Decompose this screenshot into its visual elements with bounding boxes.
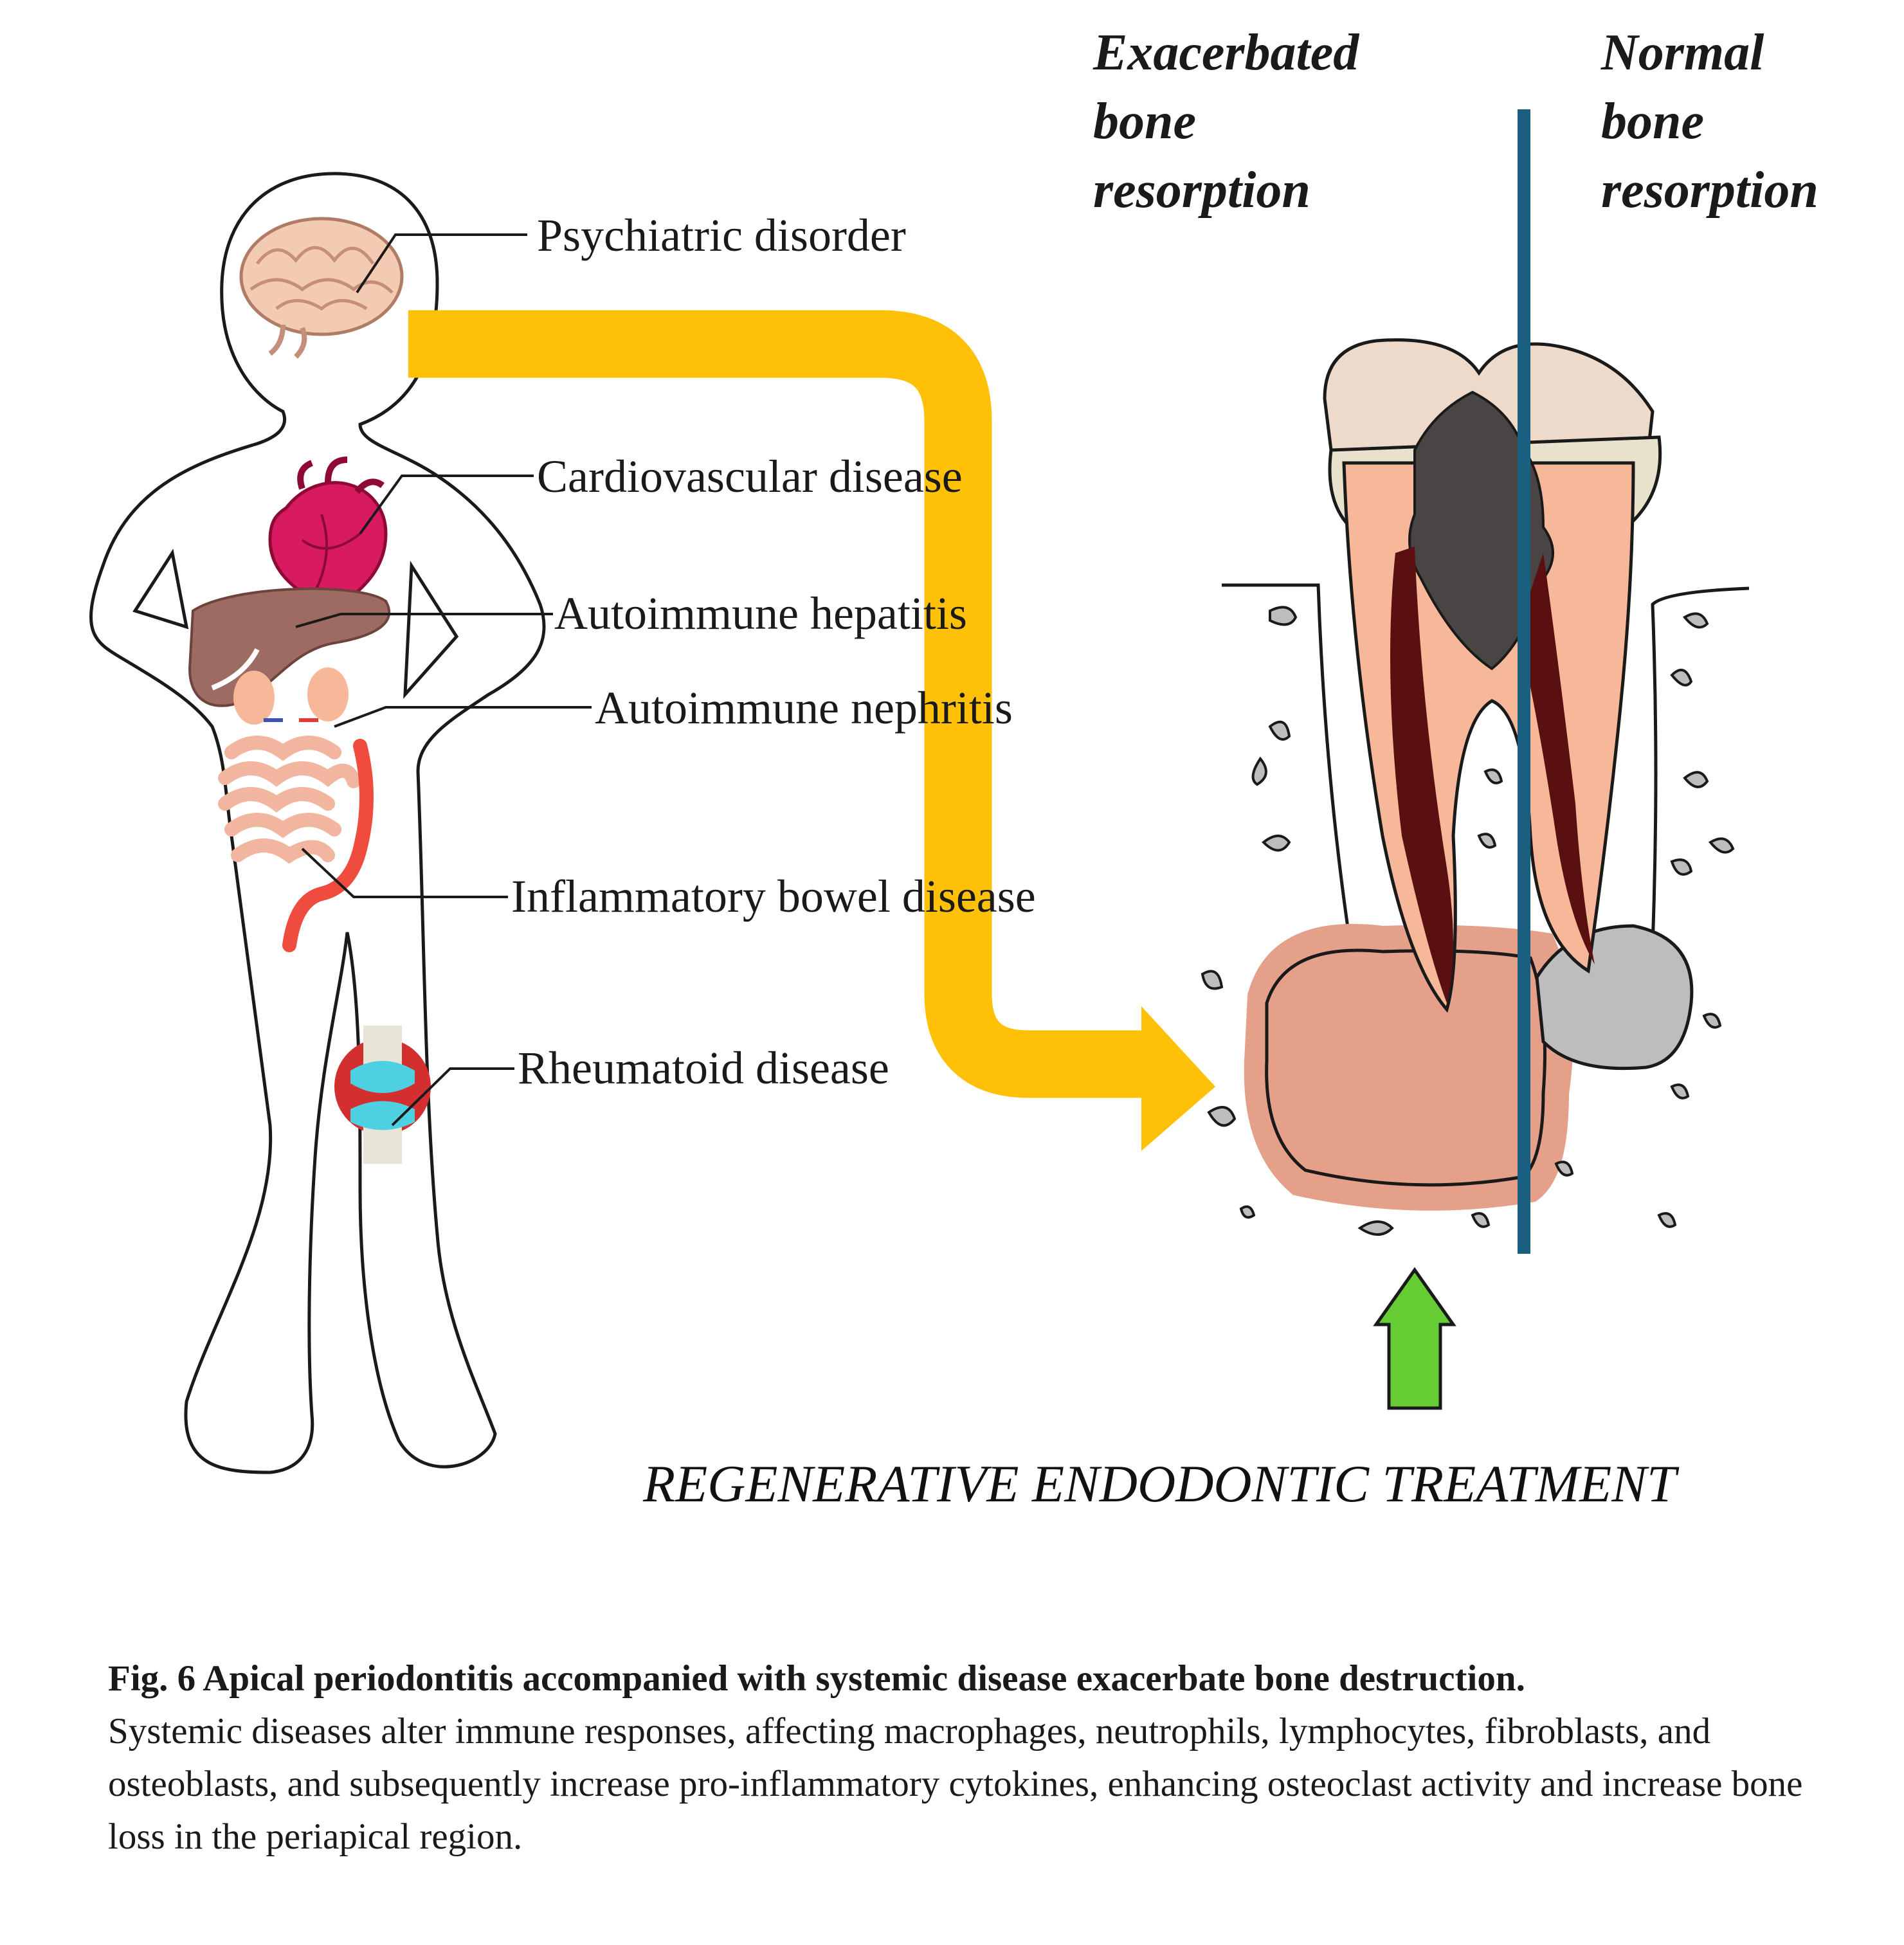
- treatment-arrow: [1373, 1267, 1456, 1410]
- right-arm-gap: [403, 561, 459, 699]
- header-exacerbated: Exacerbated bone resorption: [1093, 24, 1359, 219]
- lesion-normal: [1535, 924, 1694, 1071]
- svg-text:resorption: resorption: [1093, 162, 1310, 219]
- figure-caption: Fig. 6 Apical periodontitis accompanied …: [108, 1652, 1844, 1863]
- svg-text:bone: bone: [1601, 93, 1704, 150]
- lesion-exacerbated-outline: [1265, 948, 1546, 1187]
- label-cardiovascular: Cardiovascular disease: [537, 451, 963, 502]
- brain-icon: [239, 217, 404, 359]
- bone-gum-line: [1222, 583, 1750, 946]
- caption-title: Fig. 6 Apical periodontitis accompanied …: [108, 1658, 1525, 1699]
- label-bowel: Inflammatory bowel disease: [511, 871, 1036, 922]
- label-psychiatric: Psychiatric disorder: [537, 210, 906, 261]
- label-rheumatoid: Rheumatoid disease: [518, 1042, 889, 1094]
- leader-bowel: [301, 847, 508, 898]
- svg-text:Normal: Normal: [1600, 24, 1764, 81]
- pulp-canal-left: [1390, 547, 1453, 1003]
- leader-brain: [356, 233, 527, 294]
- label-nephritis: Autoimmune nephritis: [595, 682, 1013, 734]
- pulp-chamber: [1408, 390, 1554, 671]
- bowel-icon: [218, 736, 374, 952]
- left-arm-gap: [132, 548, 189, 629]
- header-normal: Normal bone resorption: [1600, 24, 1818, 219]
- leader-heart: [359, 475, 534, 535]
- svg-text:resorption: resorption: [1601, 162, 1818, 219]
- flow-arrow: [408, 310, 1145, 1098]
- knee-joint-icon: [334, 1026, 431, 1164]
- leader-liver: [295, 613, 553, 628]
- leader-kidney: [334, 706, 592, 728]
- body-outline: [89, 172, 546, 1474]
- svg-text:bone: bone: [1093, 93, 1196, 150]
- treatment-label: REGENERATIVE ENDODONTIC TREATMENT: [642, 1454, 1680, 1513]
- pulp-canal-right: [1518, 553, 1595, 964]
- flow-arrowhead: [1141, 1006, 1215, 1151]
- svg-text:Exacerbated: Exacerbated: [1093, 24, 1359, 81]
- label-hepatitis: Autoimmune hepatitis: [554, 588, 967, 639]
- kidney-icon: [233, 667, 349, 725]
- leader-joint: [391, 1067, 514, 1126]
- liver-icon: [188, 587, 391, 707]
- caption-body: Systemic diseases alter immune responses…: [108, 1711, 1803, 1857]
- bone-fragments: [1201, 606, 1735, 1236]
